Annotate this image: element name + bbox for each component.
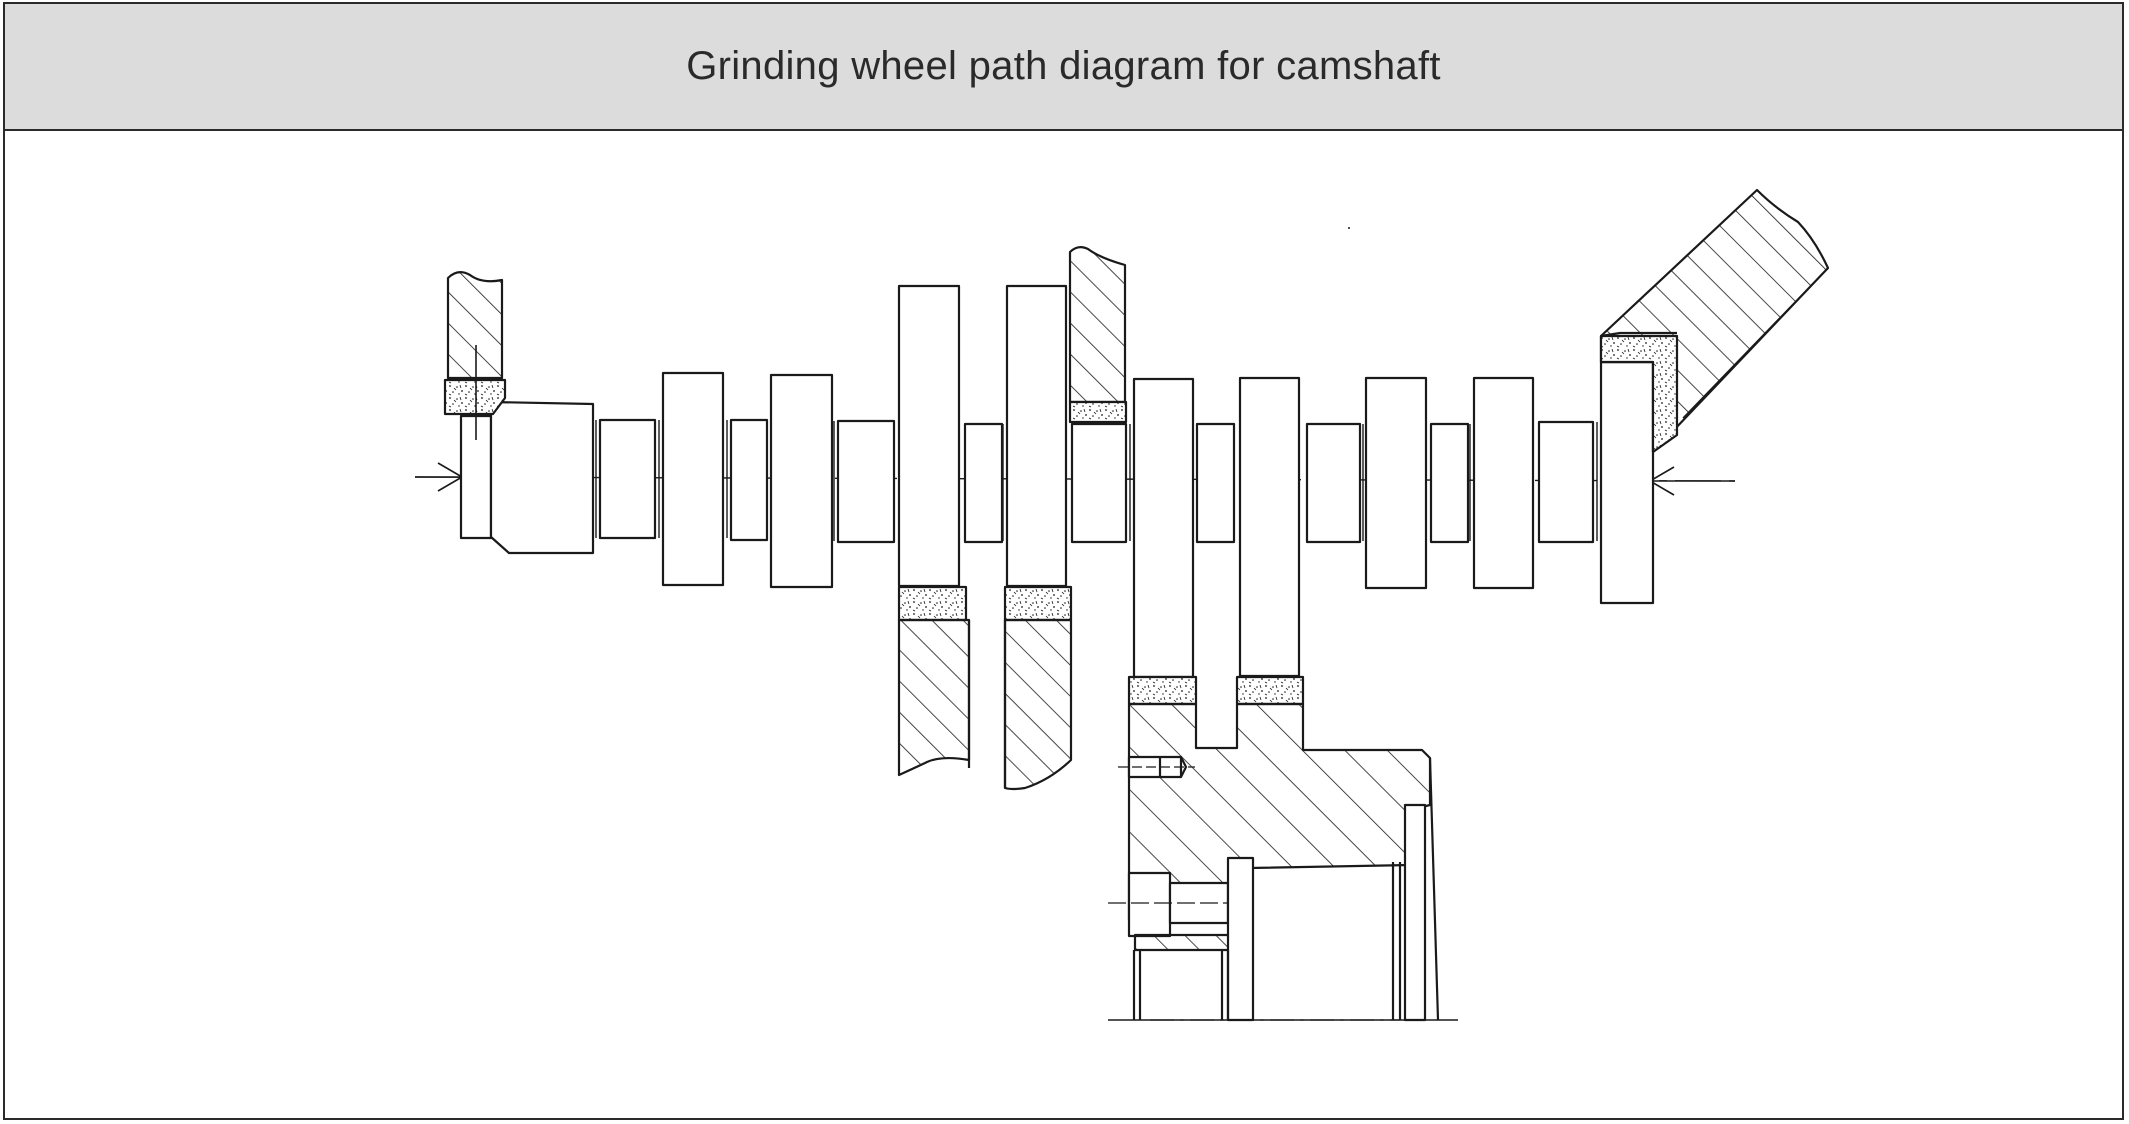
figure-frame: Grinding wheel path diagram for camshaft	[3, 2, 2124, 1120]
grinding-wheel-right-angled	[1599, 188, 1830, 454]
grinding-wheel-upper-middle	[1068, 245, 1128, 424]
camshaft-body	[595, 284, 1655, 679]
shaft-left-end	[459, 400, 595, 555]
grinding-wheel-left-top	[443, 271, 507, 440]
diagram-title: Grinding wheel path diagram for camshaft	[686, 44, 1441, 88]
grinding-wheel-lower-left-pair	[897, 585, 1073, 791]
left-arrow-icon	[415, 462, 463, 492]
title-bar: Grinding wheel path diagram for camshaft	[5, 4, 2122, 131]
grinding-wheel-lower-right-assembly	[1108, 675, 1458, 1022]
stray-dot	[1348, 227, 1350, 229]
right-arrow-icon	[1649, 466, 1735, 496]
